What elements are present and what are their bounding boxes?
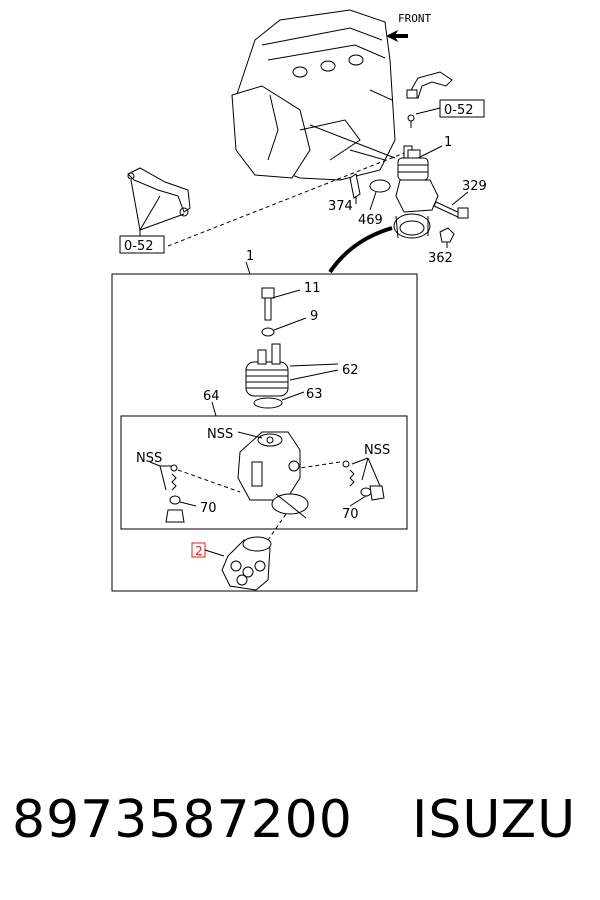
engine-block-drawing [231,9,396,181]
callout-part-11: 11 [304,281,321,296]
part-number: 8973587200 [12,790,353,850]
washer-9-drawing [261,327,275,337]
gasket-63-drawing [253,397,283,409]
brand-name: ISUZU [412,790,577,850]
callout-part-1-top: 1 [444,135,452,150]
detail-box-outer [111,273,418,592]
callout-part-374: 374 [328,199,353,214]
callout-part-1-box: 1 [246,249,254,264]
oil-cooler-assembly-top [393,145,439,239]
bolt-11-drawing [261,287,275,321]
valve-left-drawing [165,464,185,523]
front-direction-indicator: FRONT [386,12,431,42]
nut-362-drawing [439,227,455,243]
ref-label-left: 0-52 [124,239,154,254]
oil-filter-drawing [221,536,272,591]
detail-box-inner [120,415,408,530]
callout-part-64: 64 [203,389,220,404]
callout-part-2-highlight: 2 [195,544,203,558]
assembly-link-arrow [328,226,393,274]
bolt-329-drawing [433,201,469,219]
callout-part-70-left: 70 [200,501,217,516]
valve-right-drawing [342,460,385,501]
cooler-element-62-drawing [245,343,289,397]
ref-label-top-right: 0-52 [444,103,474,118]
front-label: FRONT [398,12,431,25]
footer: 8973587200 ISUZU [0,790,600,870]
ref-box-left [119,235,165,254]
front-arrow-icon [386,30,408,42]
hose-left [127,167,191,236]
callout-nss-center: NSS [207,427,233,442]
callout-part-469: 469 [358,213,383,228]
callout-part-63: 63 [306,387,323,402]
oring-469-drawing [369,179,391,193]
callout-nss-right: NSS [364,443,390,458]
callout-part-70-right: 70 [342,507,359,522]
callout-part-329: 329 [462,179,487,194]
ref-box-top-right [439,99,485,118]
callout-part-62: 62 [342,363,359,378]
stud-374-drawing [349,173,361,199]
callout-nss-left: NSS [136,451,162,466]
callout-part-362: 362 [428,251,453,266]
callout-part-9: 9 [310,309,318,324]
cooler-body-drawing [237,431,309,519]
hose-top-right [406,71,453,128]
